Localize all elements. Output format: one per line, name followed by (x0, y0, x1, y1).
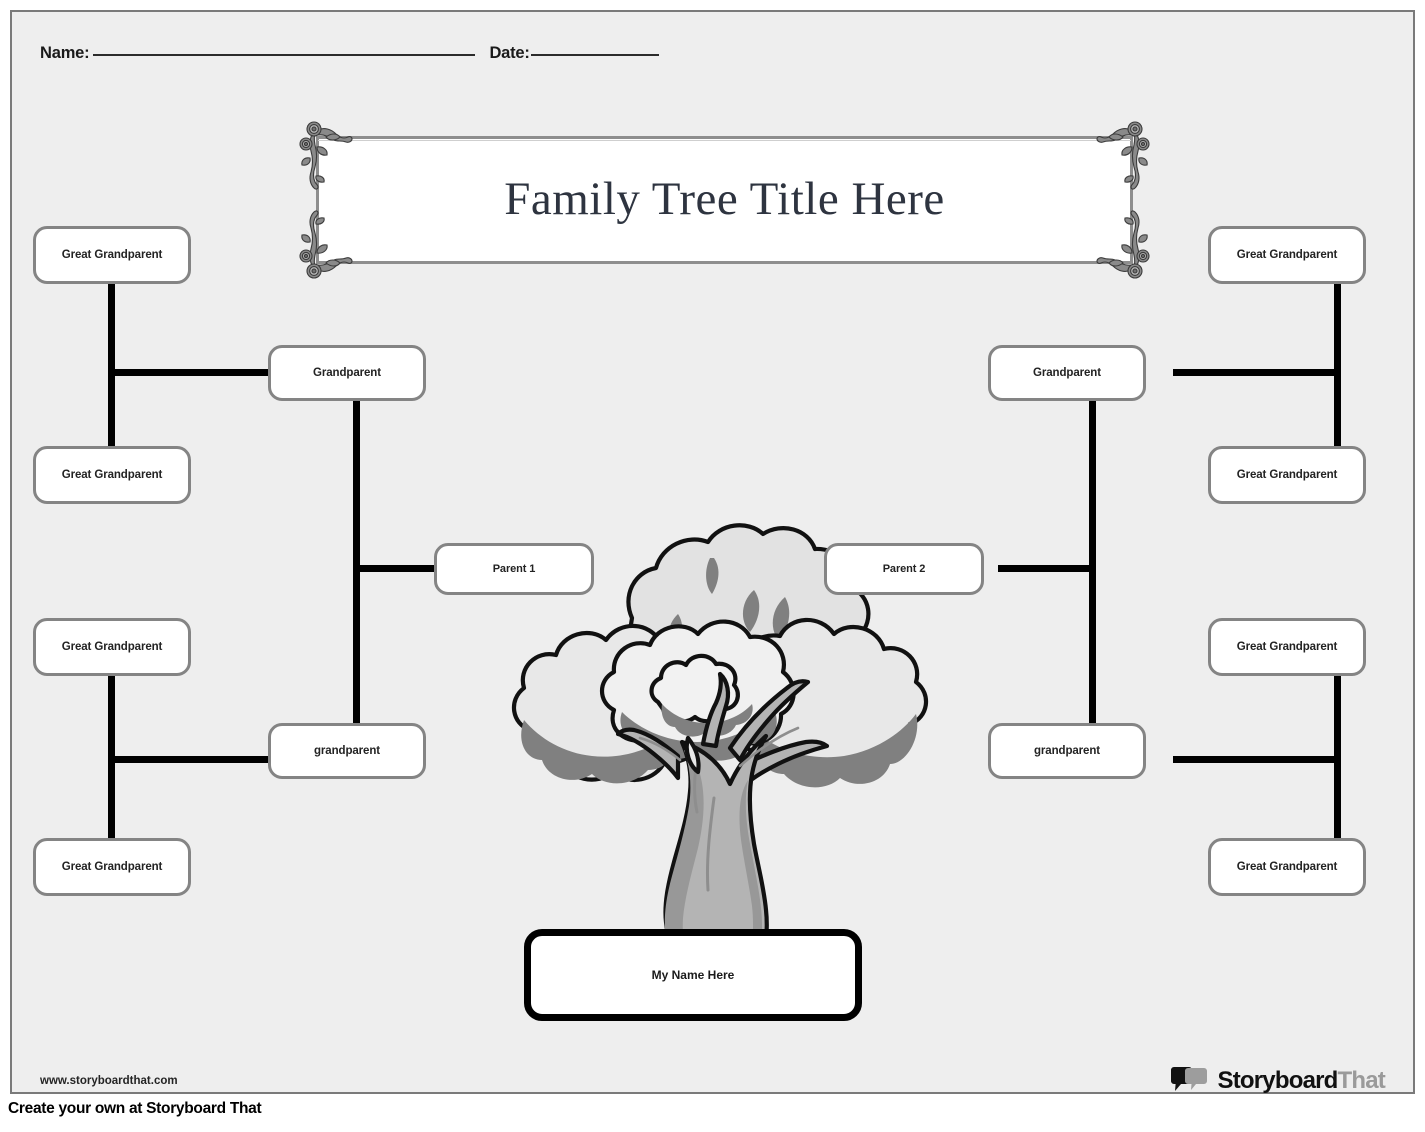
connector-right-gp-bottom-horizontal (1173, 756, 1341, 763)
box-label: Great Grandparent (61, 249, 163, 261)
box-great-grandparent-left-4[interactable]: Great Grandparent (33, 838, 191, 896)
site-url: www.storyboardthat.com (40, 1075, 178, 1087)
box-grandparent-left-bottom[interactable]: grandparent (268, 723, 426, 779)
date-label: Date: (489, 44, 530, 62)
box-label: Great Grandparent (1236, 249, 1338, 261)
rose-vine-corner-icon (1089, 208, 1151, 280)
logo-wordmark: StoryboardThat (1218, 1069, 1386, 1093)
name-label: Name: (40, 44, 90, 62)
box-my-name[interactable]: My Name Here (524, 929, 862, 1021)
box-label: Great Grandparent (61, 861, 163, 873)
rose-vine-corner-icon (298, 208, 360, 280)
title-input-box[interactable]: Family Tree Title Here (316, 136, 1133, 264)
date-write-line[interactable] (530, 54, 659, 56)
box-label: Great Grandparent (1236, 861, 1338, 873)
box-grandparent-right-top[interactable]: Grandparent (988, 345, 1146, 401)
box-great-grandparent-right-3[interactable]: Great Grandparent (1208, 618, 1366, 676)
page-title: Family Tree Title Here (504, 172, 945, 225)
connector-left-ggp-spine-bottom (108, 674, 115, 870)
worksheet-sheet: Name: Date: Family Tree Title Here (10, 10, 1415, 1094)
box-label: Great Grandparent (61, 641, 163, 653)
box-parent-1[interactable]: Parent 1 (434, 543, 594, 595)
connector-left-gp-bottom-horizontal (108, 756, 276, 763)
name-write-line[interactable] (93, 54, 476, 56)
box-great-grandparent-left-3[interactable]: Great Grandparent (33, 618, 191, 676)
connector-right-gp-vertical (1089, 398, 1096, 752)
speech-bubbles-icon (1169, 1067, 1209, 1095)
connector-left-ggp-spine-top (108, 282, 115, 478)
name-date-header: Name: Date: (40, 44, 659, 63)
box-parent-2[interactable]: Parent 2 (824, 543, 984, 595)
box-great-grandparent-right-2[interactable]: Great Grandparent (1208, 446, 1366, 504)
box-label: My Name Here (651, 968, 735, 982)
box-great-grandparent-left-2[interactable]: Great Grandparent (33, 446, 191, 504)
connector-right-gp-top-horizontal (1173, 369, 1341, 376)
box-great-grandparent-left-1[interactable]: Great Grandparent (33, 226, 191, 284)
connector-right-ggp-spine-top (1334, 282, 1341, 478)
box-label: Grandparent (1033, 367, 1101, 379)
create-your-own-cta[interactable]: Create your own at Storyboard That (8, 1100, 262, 1117)
rose-vine-corner-icon (298, 120, 360, 192)
box-label: Great Grandparent (61, 469, 163, 481)
box-grandparent-right-bottom[interactable]: grandparent (988, 723, 1146, 779)
box-label: Great Grandparent (1236, 641, 1338, 653)
box-grandparent-left-top[interactable]: Grandparent (268, 345, 426, 401)
box-label: Grandparent (313, 367, 381, 379)
logo-word-gray: That (1337, 1067, 1386, 1094)
box-great-grandparent-right-1[interactable]: Great Grandparent (1208, 226, 1366, 284)
box-great-grandparent-right-4[interactable]: Great Grandparent (1208, 838, 1366, 896)
logo-word-dark: Storyboard (1217, 1067, 1339, 1094)
title-frame: Family Tree Title Here (299, 121, 1150, 279)
connector-left-gp-top-horizontal (108, 369, 276, 376)
connector-right-ggp-spine-bottom (1334, 674, 1341, 870)
box-label: Parent 1 (492, 563, 536, 575)
box-label: Great Grandparent (1236, 469, 1338, 481)
box-label: grandparent (1034, 745, 1100, 757)
connector-left-gp-vertical (353, 398, 360, 752)
connector-parent2-horizontal (998, 565, 1096, 572)
storyboardthat-logo: StoryboardThat (1169, 1064, 1386, 1098)
connector-parent1-horizontal (353, 565, 451, 572)
box-label: Parent 2 (882, 563, 926, 575)
rose-vine-corner-icon (1089, 120, 1151, 192)
box-label: grandparent (314, 745, 380, 757)
